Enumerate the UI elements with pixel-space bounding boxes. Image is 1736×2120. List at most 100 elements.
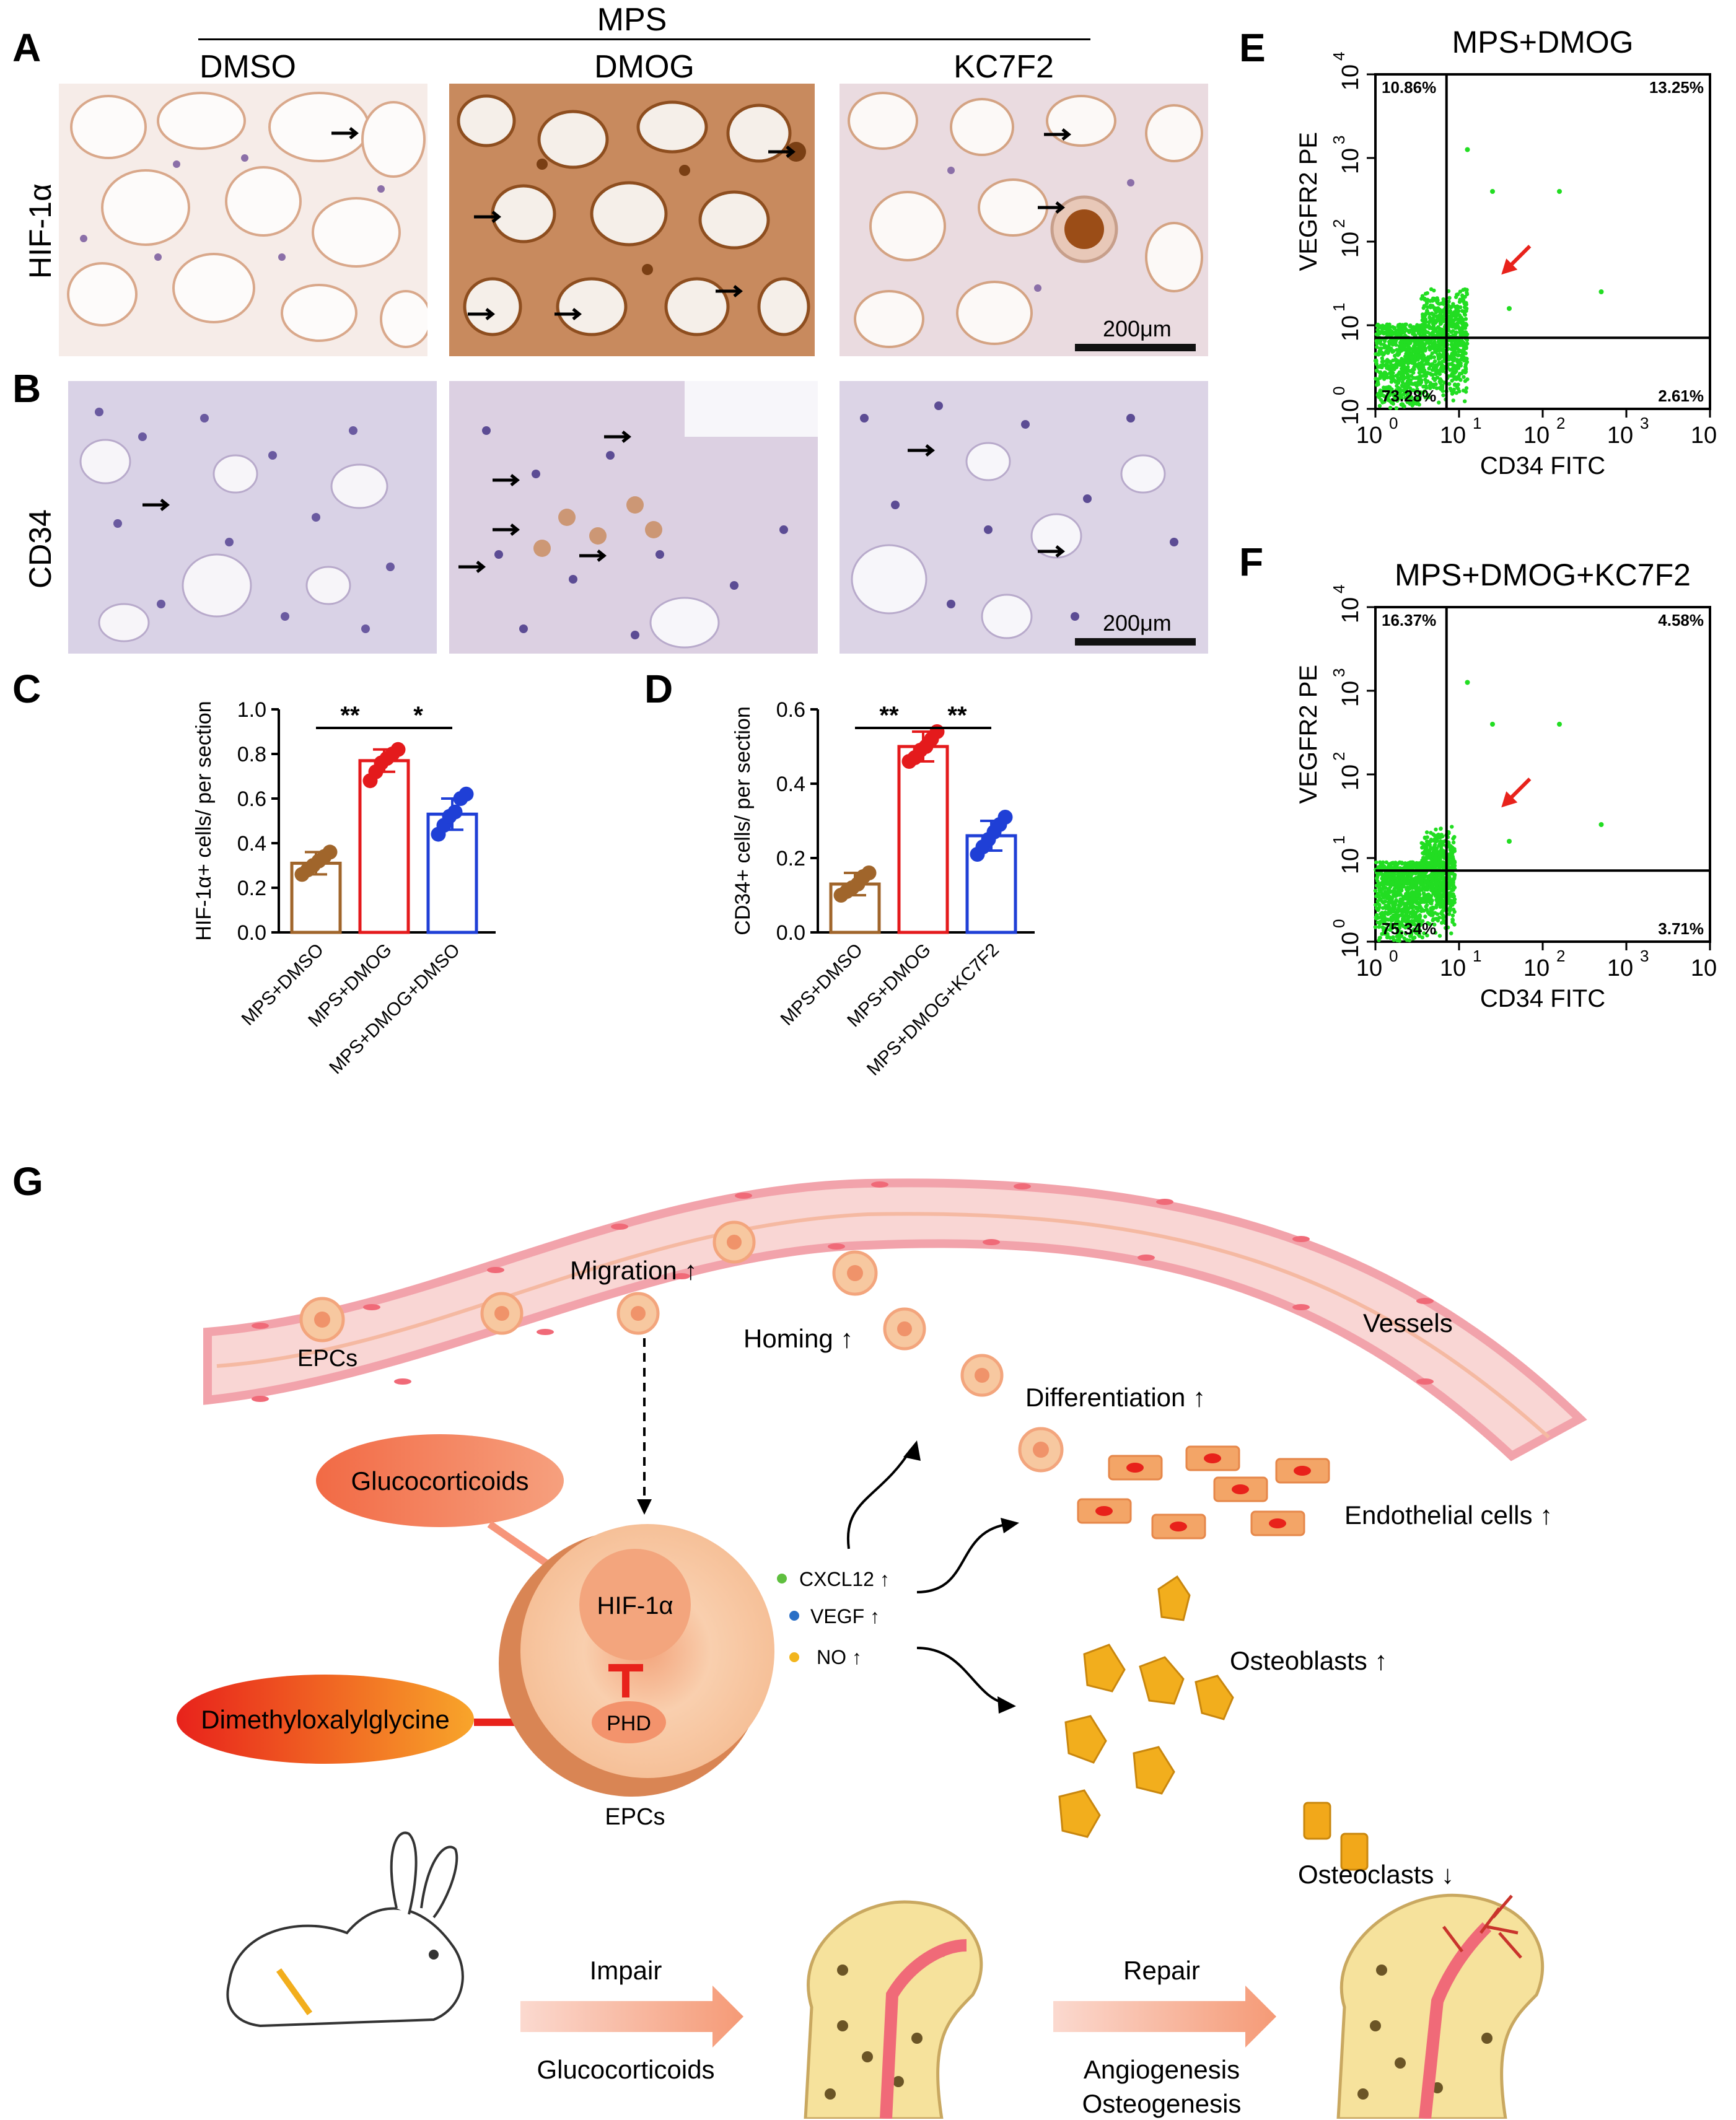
event-dot bbox=[1410, 914, 1414, 919]
event-dot bbox=[1451, 398, 1455, 403]
event-dot bbox=[1378, 375, 1382, 380]
event-dot bbox=[1402, 340, 1406, 344]
event-dot bbox=[1437, 843, 1441, 848]
event-dot bbox=[1389, 898, 1393, 903]
event-dot bbox=[1380, 356, 1385, 361]
event-dot bbox=[1393, 899, 1398, 903]
event-dot bbox=[1398, 932, 1403, 936]
dmog-label: Dimethyloxalylglycine bbox=[201, 1705, 449, 1734]
event-dot bbox=[1395, 359, 1399, 364]
event-dot bbox=[1395, 908, 1400, 913]
event-dot bbox=[1426, 393, 1430, 397]
event-dot bbox=[1425, 291, 1429, 296]
event-dot bbox=[1459, 371, 1464, 376]
blood-vessel bbox=[203, 1178, 1587, 1461]
event-dot bbox=[1462, 375, 1466, 379]
event-dot bbox=[1380, 331, 1385, 335]
event-dot bbox=[1455, 325, 1460, 330]
event-dot bbox=[1375, 380, 1380, 385]
micrograph-cd34-dmso bbox=[68, 381, 437, 654]
event-dot bbox=[1490, 722, 1495, 727]
event-dot bbox=[1405, 896, 1409, 900]
y-axis-label: VEGFR2 PE bbox=[1295, 665, 1322, 804]
event-dot bbox=[1396, 876, 1401, 880]
event-dot bbox=[1416, 324, 1421, 329]
event-dot bbox=[1395, 938, 1400, 943]
event-dot bbox=[1421, 919, 1425, 924]
event-dot bbox=[1380, 925, 1385, 929]
quadrant-ur: 4.58% bbox=[1658, 611, 1704, 629]
event-dot bbox=[1408, 885, 1412, 890]
event-dot bbox=[1383, 339, 1387, 343]
event-dot bbox=[1416, 917, 1421, 921]
x-tick-label: 10 bbox=[1356, 955, 1382, 981]
event-dot bbox=[1415, 387, 1419, 392]
event-dot bbox=[1428, 364, 1433, 368]
event-dot bbox=[1427, 348, 1432, 352]
event-dot bbox=[1434, 903, 1439, 908]
event-dot bbox=[1453, 317, 1458, 322]
event-dot bbox=[1436, 343, 1441, 348]
event-dot bbox=[1457, 377, 1462, 381]
event-dot bbox=[1450, 913, 1455, 918]
event-dot bbox=[1396, 323, 1401, 328]
event-dot bbox=[1434, 827, 1438, 832]
event-dot bbox=[1441, 393, 1445, 398]
impair-cause-label: Glucocorticoids bbox=[537, 2055, 714, 2084]
event-dot bbox=[1455, 312, 1459, 317]
event-dot bbox=[1392, 924, 1396, 929]
y-tick-exponent: 1 bbox=[1330, 836, 1348, 844]
event-dot bbox=[1423, 389, 1427, 393]
arrow-icon bbox=[908, 444, 936, 457]
event-dot bbox=[1403, 931, 1408, 936]
event-dot bbox=[1435, 896, 1440, 901]
event-dot bbox=[1412, 896, 1416, 901]
event-dot bbox=[1439, 839, 1443, 844]
panel-label-c: C bbox=[12, 667, 42, 711]
event-dot bbox=[1385, 365, 1390, 369]
event-dot bbox=[1387, 911, 1391, 915]
event-dot bbox=[1431, 832, 1436, 836]
event-dot bbox=[1450, 903, 1455, 907]
event-dot bbox=[1385, 357, 1390, 362]
event-dot bbox=[1395, 379, 1400, 383]
event-dot bbox=[1423, 914, 1427, 919]
arrow-icon bbox=[768, 146, 796, 158]
event-dot bbox=[1388, 884, 1393, 889]
event-dot bbox=[1403, 369, 1407, 374]
event-dot bbox=[1373, 925, 1378, 929]
event-dot bbox=[1408, 341, 1413, 346]
event-dot bbox=[1387, 344, 1391, 349]
event-dot bbox=[1392, 872, 1396, 877]
event-dot bbox=[1406, 349, 1411, 354]
event-dot bbox=[1419, 909, 1424, 913]
event-dot bbox=[1557, 189, 1562, 194]
y-tick-label: 1.0 bbox=[237, 698, 266, 722]
event-dot bbox=[1411, 329, 1416, 334]
event-dot bbox=[1419, 900, 1424, 905]
event-dot bbox=[1413, 871, 1418, 876]
event-dot bbox=[1397, 879, 1402, 883]
event-dot bbox=[1433, 359, 1437, 364]
y-tick-label: 10 bbox=[1338, 399, 1364, 425]
event-dot bbox=[1449, 850, 1453, 854]
quadrant-ul: 10.86% bbox=[1382, 78, 1436, 97]
femoral-head-impaired bbox=[804, 1900, 983, 2119]
quadrant-ul: 16.37% bbox=[1382, 611, 1436, 629]
quadrant-ll: 73.28% bbox=[1382, 387, 1436, 405]
quadrant-lr: 3.71% bbox=[1658, 919, 1704, 938]
arrow-icon bbox=[1038, 545, 1066, 558]
flow-plot-title: MPS+DMOG bbox=[1452, 25, 1633, 59]
event-dot bbox=[1374, 913, 1379, 918]
event-dot bbox=[1452, 383, 1457, 387]
osteoblast-cell bbox=[1058, 1575, 1234, 1838]
event-dot bbox=[1408, 354, 1413, 359]
event-dot bbox=[1458, 331, 1463, 336]
arrow-icon bbox=[1044, 128, 1072, 141]
event-dot bbox=[1418, 861, 1423, 865]
impair-arrow bbox=[520, 1986, 743, 2048]
event-dot bbox=[1460, 319, 1465, 323]
event-dot bbox=[1400, 919, 1405, 924]
event-dot bbox=[1465, 680, 1470, 685]
event-dot bbox=[1405, 365, 1410, 370]
